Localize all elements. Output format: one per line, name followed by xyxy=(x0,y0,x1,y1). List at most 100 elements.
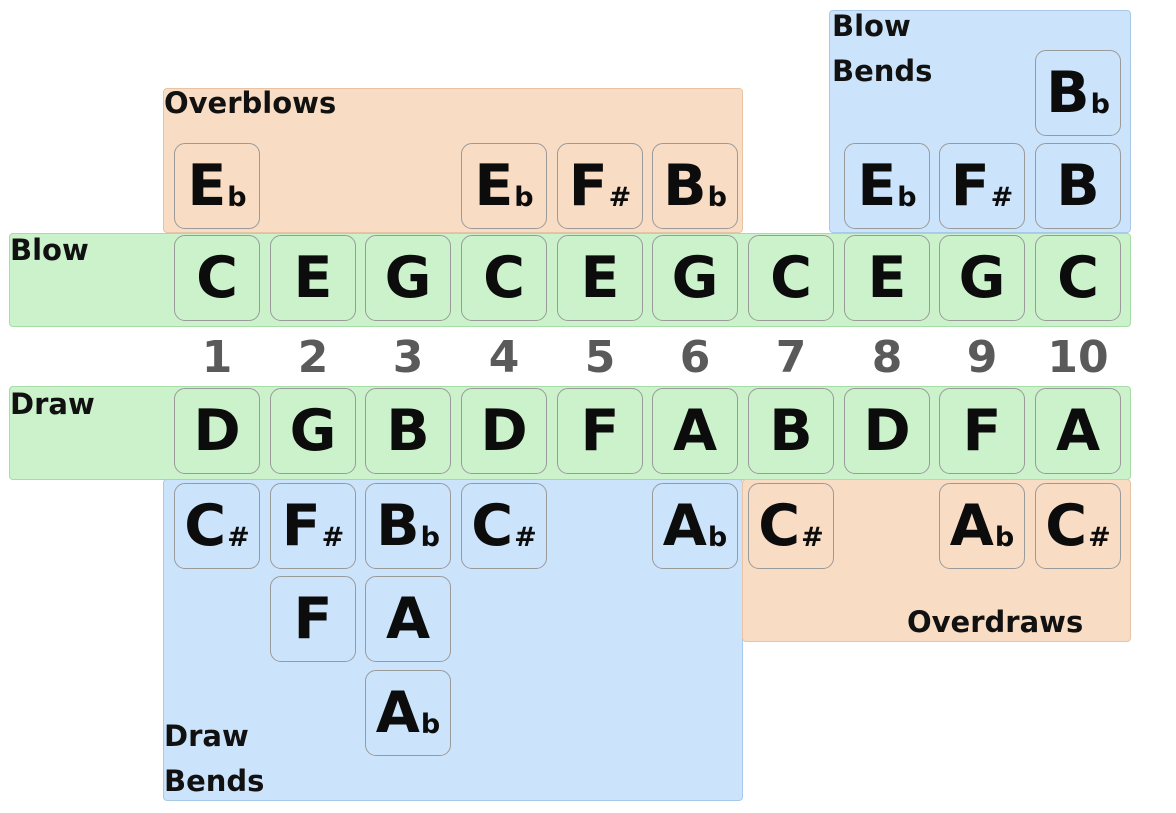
draw-hole-2-note: G xyxy=(270,388,356,474)
flat-sign: b xyxy=(227,181,247,213)
note-letter: C xyxy=(184,492,227,559)
hole-number-3: 3 xyxy=(392,332,424,383)
note-letter: G xyxy=(958,244,1006,311)
flat-sign: b xyxy=(994,521,1015,553)
note-letter: C xyxy=(1057,244,1099,311)
blow-hole-4-note: C xyxy=(461,235,547,321)
note-letter: F xyxy=(568,152,608,219)
note-letter: B xyxy=(386,397,430,464)
draw-bends-2-hole-3-note: A xyxy=(365,576,451,662)
note-letter: G xyxy=(671,244,719,311)
note-letter: A xyxy=(385,585,431,652)
hole-number-6: 6 xyxy=(679,332,711,383)
note-letter: C xyxy=(196,244,238,311)
hole-number-5: 5 xyxy=(584,332,616,383)
draw-hole-7-note: B xyxy=(748,388,834,474)
note-letter: B xyxy=(663,152,707,219)
draw-hole-3-note: B xyxy=(365,388,451,474)
note-letter: F xyxy=(293,585,333,652)
blow-bends-hole-10-note: B xyxy=(1035,143,1121,229)
draw-hole-10-note: A xyxy=(1035,388,1121,474)
blow-bends-label: Blow Bends xyxy=(832,4,932,94)
note-letter: G xyxy=(384,244,432,311)
hole-number-10: 10 xyxy=(1047,332,1109,383)
overblows-hole-5-note-sharp: F# xyxy=(557,143,643,229)
hole-number-1: 1 xyxy=(201,332,233,383)
note-letter: B xyxy=(769,397,813,464)
overblows-label: Overblows xyxy=(164,86,337,120)
note-letter: G xyxy=(289,397,337,464)
note-letter: B xyxy=(1046,59,1090,126)
draw-hole-1-note: D xyxy=(174,388,260,474)
note-letter: F xyxy=(281,492,321,559)
overdraws-hole-7-note-sharp: C# xyxy=(748,483,834,569)
sharp-sign: # xyxy=(227,521,250,553)
note-letter: C xyxy=(483,244,525,311)
note-letter: B xyxy=(1056,152,1100,219)
draw-bends-1-hole-1-note-sharp: C# xyxy=(174,483,260,569)
blow-hole-8-note: E xyxy=(844,235,930,321)
blow-bends-label-line1: Blow xyxy=(832,9,911,43)
note-letter: C xyxy=(471,492,514,559)
overdraws-label: Overdraws xyxy=(907,605,1084,639)
draw-bends-1-hole-2-note-sharp: F# xyxy=(270,483,356,569)
flat-sign: b xyxy=(420,521,440,553)
blow-label: Blow xyxy=(10,233,89,267)
blow-bends-label-line2: Bends xyxy=(832,53,933,88)
sharp-sign: # xyxy=(608,181,632,213)
draw-bends-label-line2: Bends xyxy=(164,763,265,798)
note-letter: B xyxy=(376,492,420,559)
blow-hole-6-note: G xyxy=(652,235,738,321)
blow-hole-5-note: E xyxy=(557,235,643,321)
hole-number-7: 7 xyxy=(775,332,807,383)
blow-hole-7-note: C xyxy=(748,235,834,321)
note-letter: D xyxy=(193,397,241,464)
flat-sign: b xyxy=(420,708,441,740)
draw-hole-6-note: A xyxy=(652,388,738,474)
note-letter: E xyxy=(867,244,907,311)
note-letter: D xyxy=(480,397,528,464)
draw-bends-label-line1: Draw xyxy=(164,719,249,753)
note-letter: E xyxy=(857,152,897,219)
sharp-sign: # xyxy=(1088,521,1111,553)
draw-bends-label: Draw Bends xyxy=(164,714,264,804)
sharp-sign: # xyxy=(514,521,537,553)
blow-hole-2-note: E xyxy=(270,235,356,321)
flat-sign: b xyxy=(1090,88,1110,120)
draw-bends-1-hole-4-note-sharp: C# xyxy=(461,483,547,569)
note-letter: A xyxy=(672,397,718,464)
draw-bends-2-hole-2-note: F xyxy=(270,576,356,662)
draw-hole-4-note: D xyxy=(461,388,547,474)
note-letter: E xyxy=(580,244,620,311)
note-letter: C xyxy=(758,492,801,559)
blow-hole-3-note: G xyxy=(365,235,451,321)
note-letter: F xyxy=(950,152,990,219)
sharp-sign: # xyxy=(990,181,1014,213)
note-letter: C xyxy=(770,244,812,311)
sharp-sign: # xyxy=(801,521,824,553)
note-letter: F xyxy=(962,397,1002,464)
blow-hole-10-note: C xyxy=(1035,235,1121,321)
draw-hole-8-note: D xyxy=(844,388,930,474)
draw-hole-5-note: F xyxy=(557,388,643,474)
note-letter: A xyxy=(1055,397,1101,464)
blow-bends-hole-9-note-sharp: F# xyxy=(939,143,1025,229)
flat-sign: b xyxy=(897,181,917,213)
flat-sign: b xyxy=(707,521,728,553)
note-letter: A xyxy=(949,492,994,559)
flat-sign: b xyxy=(707,181,727,213)
draw-label: Draw xyxy=(10,387,95,421)
sharp-sign: # xyxy=(321,521,345,553)
note-letter: E xyxy=(293,244,333,311)
flat-sign: b xyxy=(514,181,534,213)
